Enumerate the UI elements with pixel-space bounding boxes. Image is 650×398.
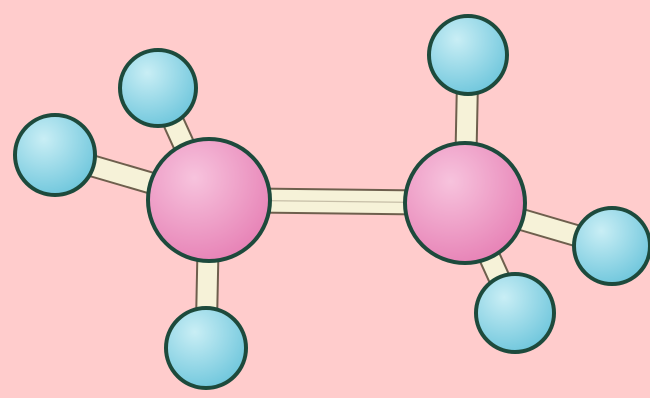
carbon-atom-c1 [146,137,272,263]
hydrogen-atom-h4 [427,14,509,96]
hydrogen-atom-h2 [13,113,97,197]
hydrogen-atom-h6 [474,272,556,354]
atoms-layer [13,14,650,390]
hydrogen-atom-h3 [164,306,248,390]
carbon-atom-c2 [403,141,527,265]
hydrogen-atom-h5 [572,206,650,286]
hydrogen-atom-h1 [118,48,198,128]
